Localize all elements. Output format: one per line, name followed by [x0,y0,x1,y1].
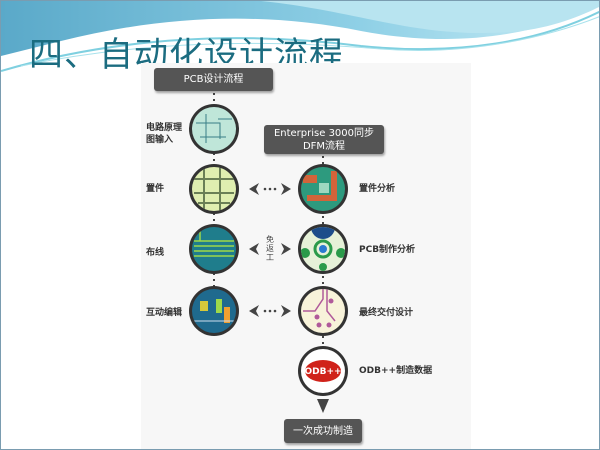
schematic-circle [189,104,239,154]
step-placement-label: 置件 [146,184,165,194]
double-arrow-icon [249,243,291,255]
interactive-edit-circle [189,286,239,336]
pcb-flow-header: PCB设计流程 [154,68,273,91]
middle-note: 免返工 [266,235,274,262]
step-odb-data-label: ODB++制造数据 [359,366,433,376]
final-design-circle [298,286,348,336]
double-arrow-icon [249,305,291,317]
odb-logo-text: ODB++ [304,367,341,377]
dfm-header-line2: DFM流程 [302,140,346,152]
label-line: 图输入 [146,135,174,145]
step-interactive-edit-label: 互动编辑 [146,308,183,318]
placement-circle [189,164,239,214]
pcb-fab-analysis-circle [298,224,348,274]
step-schematic-label: 电路原理 图输入 [146,122,182,146]
placement-analysis-circle [298,164,348,214]
step-routing-label: 布线 [146,248,165,258]
dfm-header-line1: Enterprise 3000同步 [273,127,375,139]
header-wave-decoration [1,1,599,72]
dfm-flow-header: Enterprise 3000同步 DFM流程 [264,125,384,154]
step-placement-analysis-label: 置件分析 [359,184,396,194]
down-arrow-icon [317,399,329,413]
routing-circle [189,224,239,274]
step-fab-analysis-label: PCB制作分析 [359,245,416,255]
odb-logo-circle: ODB++ [298,346,348,396]
final-box: 一次成功制造 [284,419,362,443]
step-final-design-label: 最终交付设计 [359,308,414,318]
label-line: 电路原理 [146,123,183,133]
double-arrow-icon [249,183,291,195]
